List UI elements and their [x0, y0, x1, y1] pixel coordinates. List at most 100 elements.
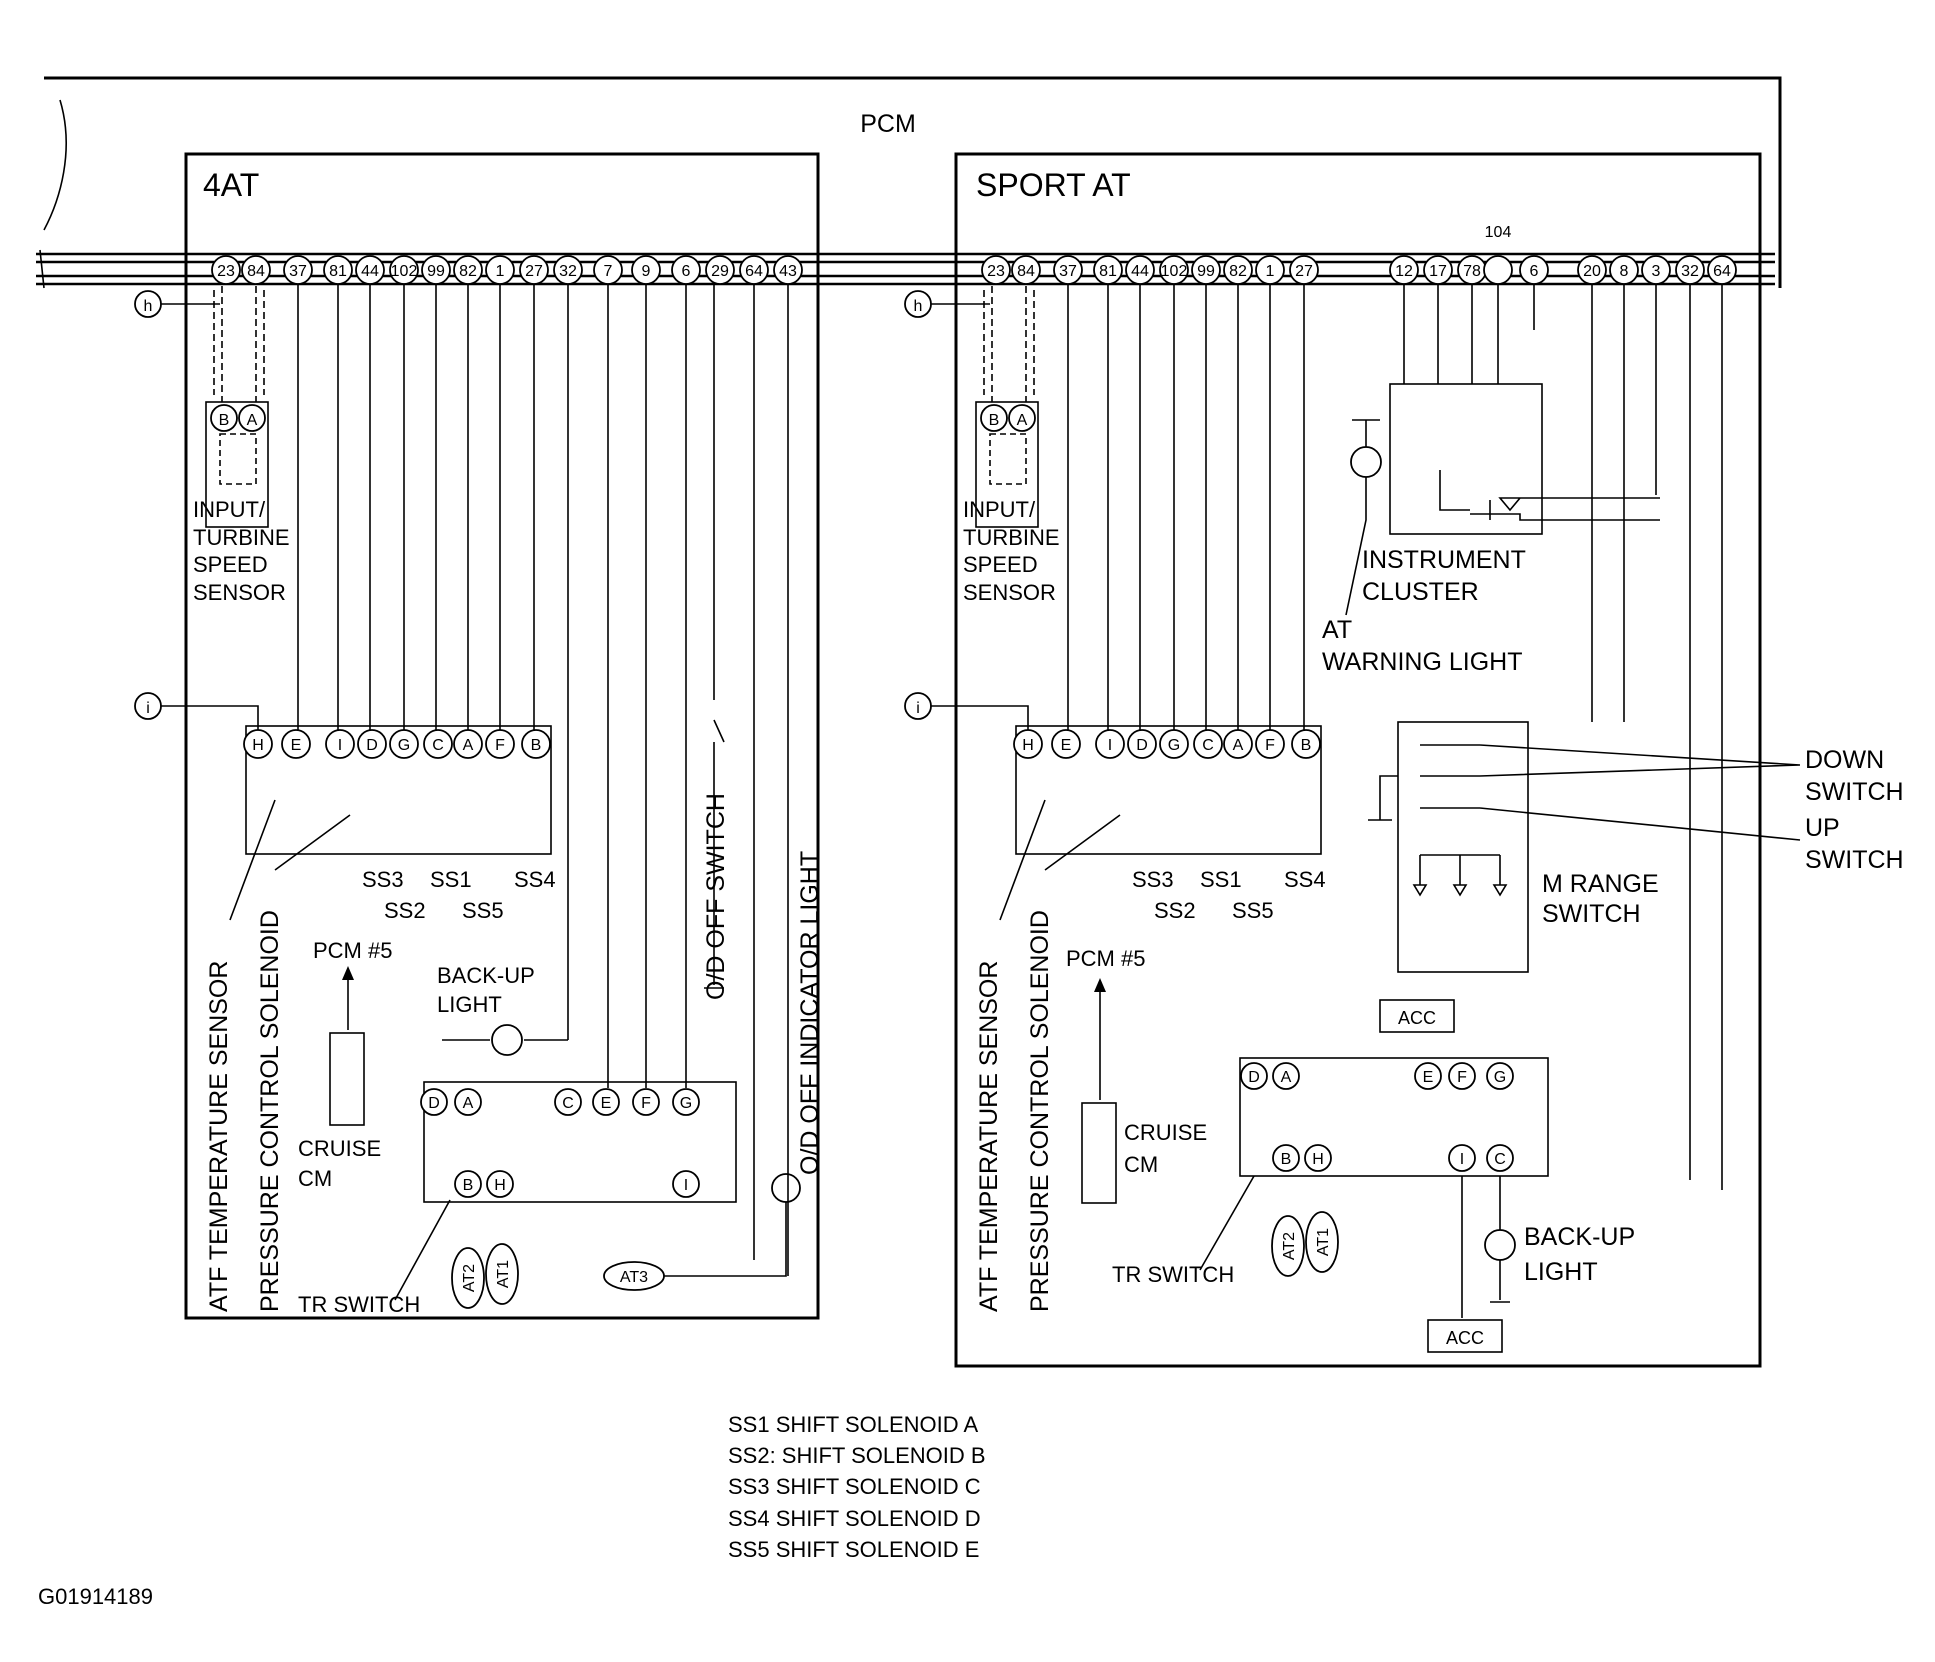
tr-pin-right-text: F — [1457, 1069, 1467, 1086]
pcm-pin-right-b-12: 12 — [1389, 255, 1419, 285]
tr-pin-right-text: D — [1248, 1069, 1260, 1086]
ss3-label-right: SS3 — [1132, 867, 1174, 892]
tr-pin-text: C — [562, 1095, 574, 1112]
pcm-pin-text: 23 — [217, 263, 235, 280]
pcm-pin-32: 32 — [553, 255, 583, 285]
backup-bulb-icon — [491, 1024, 523, 1056]
atf-temp-sensor-label-right: ATF TEMPERATURE SENSOR — [975, 961, 1003, 1312]
pcm-pin-right-b-blank — [1483, 255, 1513, 285]
pcm-pin-right-text: 84 — [1017, 263, 1035, 280]
pressure-control-solenoid-label: PRESSURE CONTROL SOLENOID — [256, 910, 284, 1312]
pcm-pin-right-b-text: 78 — [1463, 263, 1481, 280]
down-switch-label-1: DOWN — [1805, 746, 1884, 774]
sol-pin-E: E — [281, 729, 311, 759]
sol-pin-D: D — [357, 729, 387, 759]
at-warning-label-1: AT — [1322, 616, 1352, 644]
pcm-label: PCM — [860, 110, 916, 138]
tr-pin-right-b-H: H — [1304, 1144, 1332, 1172]
ss-pin-b: B — [219, 412, 230, 429]
cluster-label-2: CLUSTER — [1362, 578, 1479, 606]
sol-pin-right-C: C — [1193, 729, 1223, 759]
at2-connector-right: AT2 — [1281, 1232, 1298, 1260]
sol-pin-text: B — [531, 737, 542, 754]
pcs-label-right: PRESSURE CONTROL SOLENOID — [1026, 910, 1054, 1312]
tr-pin-right-b-text: C — [1494, 1151, 1506, 1168]
sol-pin-B: B — [521, 729, 551, 759]
pcm-pin-right-84: 84 — [1011, 255, 1041, 285]
sol-pin-right-F: F — [1255, 729, 1285, 759]
tr-switch-label: TR SWITCH — [298, 1292, 420, 1317]
ss2-label-right: SS2 — [1154, 898, 1196, 923]
pcm-frame-break — [39, 99, 67, 289]
tr-pin-G: G — [672, 1088, 700, 1116]
tr-pin-text: D — [428, 1095, 440, 1112]
solenoid-block — [245, 725, 552, 855]
sol-pin-right-text: B — [1301, 737, 1312, 754]
pcm-pin-right-b-20: 20 — [1577, 255, 1607, 285]
tr-pin-b-I: I — [672, 1170, 700, 1198]
tr-pin-right-b-B: B — [1272, 1144, 1300, 1172]
down-switch-label-2: SWITCH — [1805, 778, 1904, 806]
backup-bulb-icon-right — [1484, 1229, 1516, 1261]
speed-sensor-box-right — [975, 401, 1039, 528]
sol-pin-right-text: A — [1233, 737, 1244, 754]
ref-h-text: h — [144, 298, 153, 315]
acc-label-top: ACC — [1398, 1008, 1436, 1028]
pcm-pin-text: 1 — [496, 263, 505, 280]
sol-pin-right-text: H — [1022, 737, 1034, 754]
cruise-label-r1: CRUISE — [1124, 1120, 1207, 1145]
pcm-pin-102: 102 — [389, 255, 419, 285]
tr-pin-right-b-text: B — [1281, 1151, 1292, 1168]
tr-pin-right-text: G — [1494, 1069, 1506, 1086]
pcm-pin-right-37: 37 — [1053, 255, 1083, 285]
pcm-pin-right-b-17: 17 — [1423, 255, 1453, 285]
pcm-pin-right-b-78: 78 — [1457, 255, 1487, 285]
pcm-pin-right-99: 99 — [1191, 255, 1221, 285]
pcm-pin-text: 32 — [559, 263, 577, 280]
pcm-pin-44: 44 — [355, 255, 385, 285]
panel-sport-title: SPORT AT — [976, 167, 1131, 203]
backup-light-label-1: BACK-UP — [437, 963, 535, 988]
sol-pin-right-text: G — [1168, 737, 1180, 754]
tr-pin-text: E — [601, 1095, 612, 1112]
pcm-pin-text: 84 — [247, 263, 265, 280]
at3-connector: AT3 — [620, 1269, 648, 1286]
pcm-pin-right-b-text: 12 — [1395, 263, 1413, 280]
pcm-pin-right-27: 27 — [1289, 255, 1319, 285]
tr-pin-right-b-text: I — [1460, 1151, 1464, 1168]
pcm-pin-right-b-32: 32 — [1675, 255, 1705, 285]
od-off-switch-label: O/D OFF SWITCH — [702, 793, 730, 1000]
sol-pin-right-text: I — [1108, 737, 1112, 754]
tr-pin-b-B: B — [454, 1170, 482, 1198]
pcm-pin-81: 81 — [323, 255, 353, 285]
speed-sensor-label-2: TURBINE — [193, 525, 290, 550]
sol-pin-H: H — [243, 729, 273, 759]
speed-sensor-label-4: SENSOR — [193, 580, 286, 605]
tr-pin-right-text: A — [1281, 1069, 1292, 1086]
tr-pin-F: F — [632, 1088, 660, 1116]
pcm-pin-right-1: 1 — [1255, 255, 1285, 285]
ss5-label-right: SS5 — [1232, 898, 1274, 923]
tr-pin-E: E — [592, 1088, 620, 1116]
pcm-pin-right-b-64: 64 — [1707, 255, 1737, 285]
pcm-pin-right-23: 23 — [981, 255, 1011, 285]
pcm-pin-right-text: 44 — [1131, 263, 1149, 280]
ss5-label: SS5 — [462, 898, 504, 923]
pcm-pin-text: 99 — [427, 263, 445, 280]
pcm-pin-43: 43 — [773, 255, 803, 285]
pcm-pin-text: 64 — [745, 263, 763, 280]
pcm-frame — [44, 76, 1782, 288]
pcm-pin-1: 1 — [485, 255, 515, 285]
sol-pin-right-I: I — [1095, 729, 1125, 759]
sol-pin-right-H: H — [1013, 729, 1043, 759]
ref-i-text-right: i — [916, 700, 920, 717]
pcm-pin-text: 9 — [642, 263, 651, 280]
pcm-pin-right-b-text: 64 — [1713, 263, 1731, 280]
pcm-pin-right-b-text: 32 — [1681, 263, 1699, 280]
pcm-pin-27: 27 — [519, 255, 549, 285]
sol-pin-text: E — [291, 737, 302, 754]
ss-pin-a: A — [247, 412, 258, 429]
